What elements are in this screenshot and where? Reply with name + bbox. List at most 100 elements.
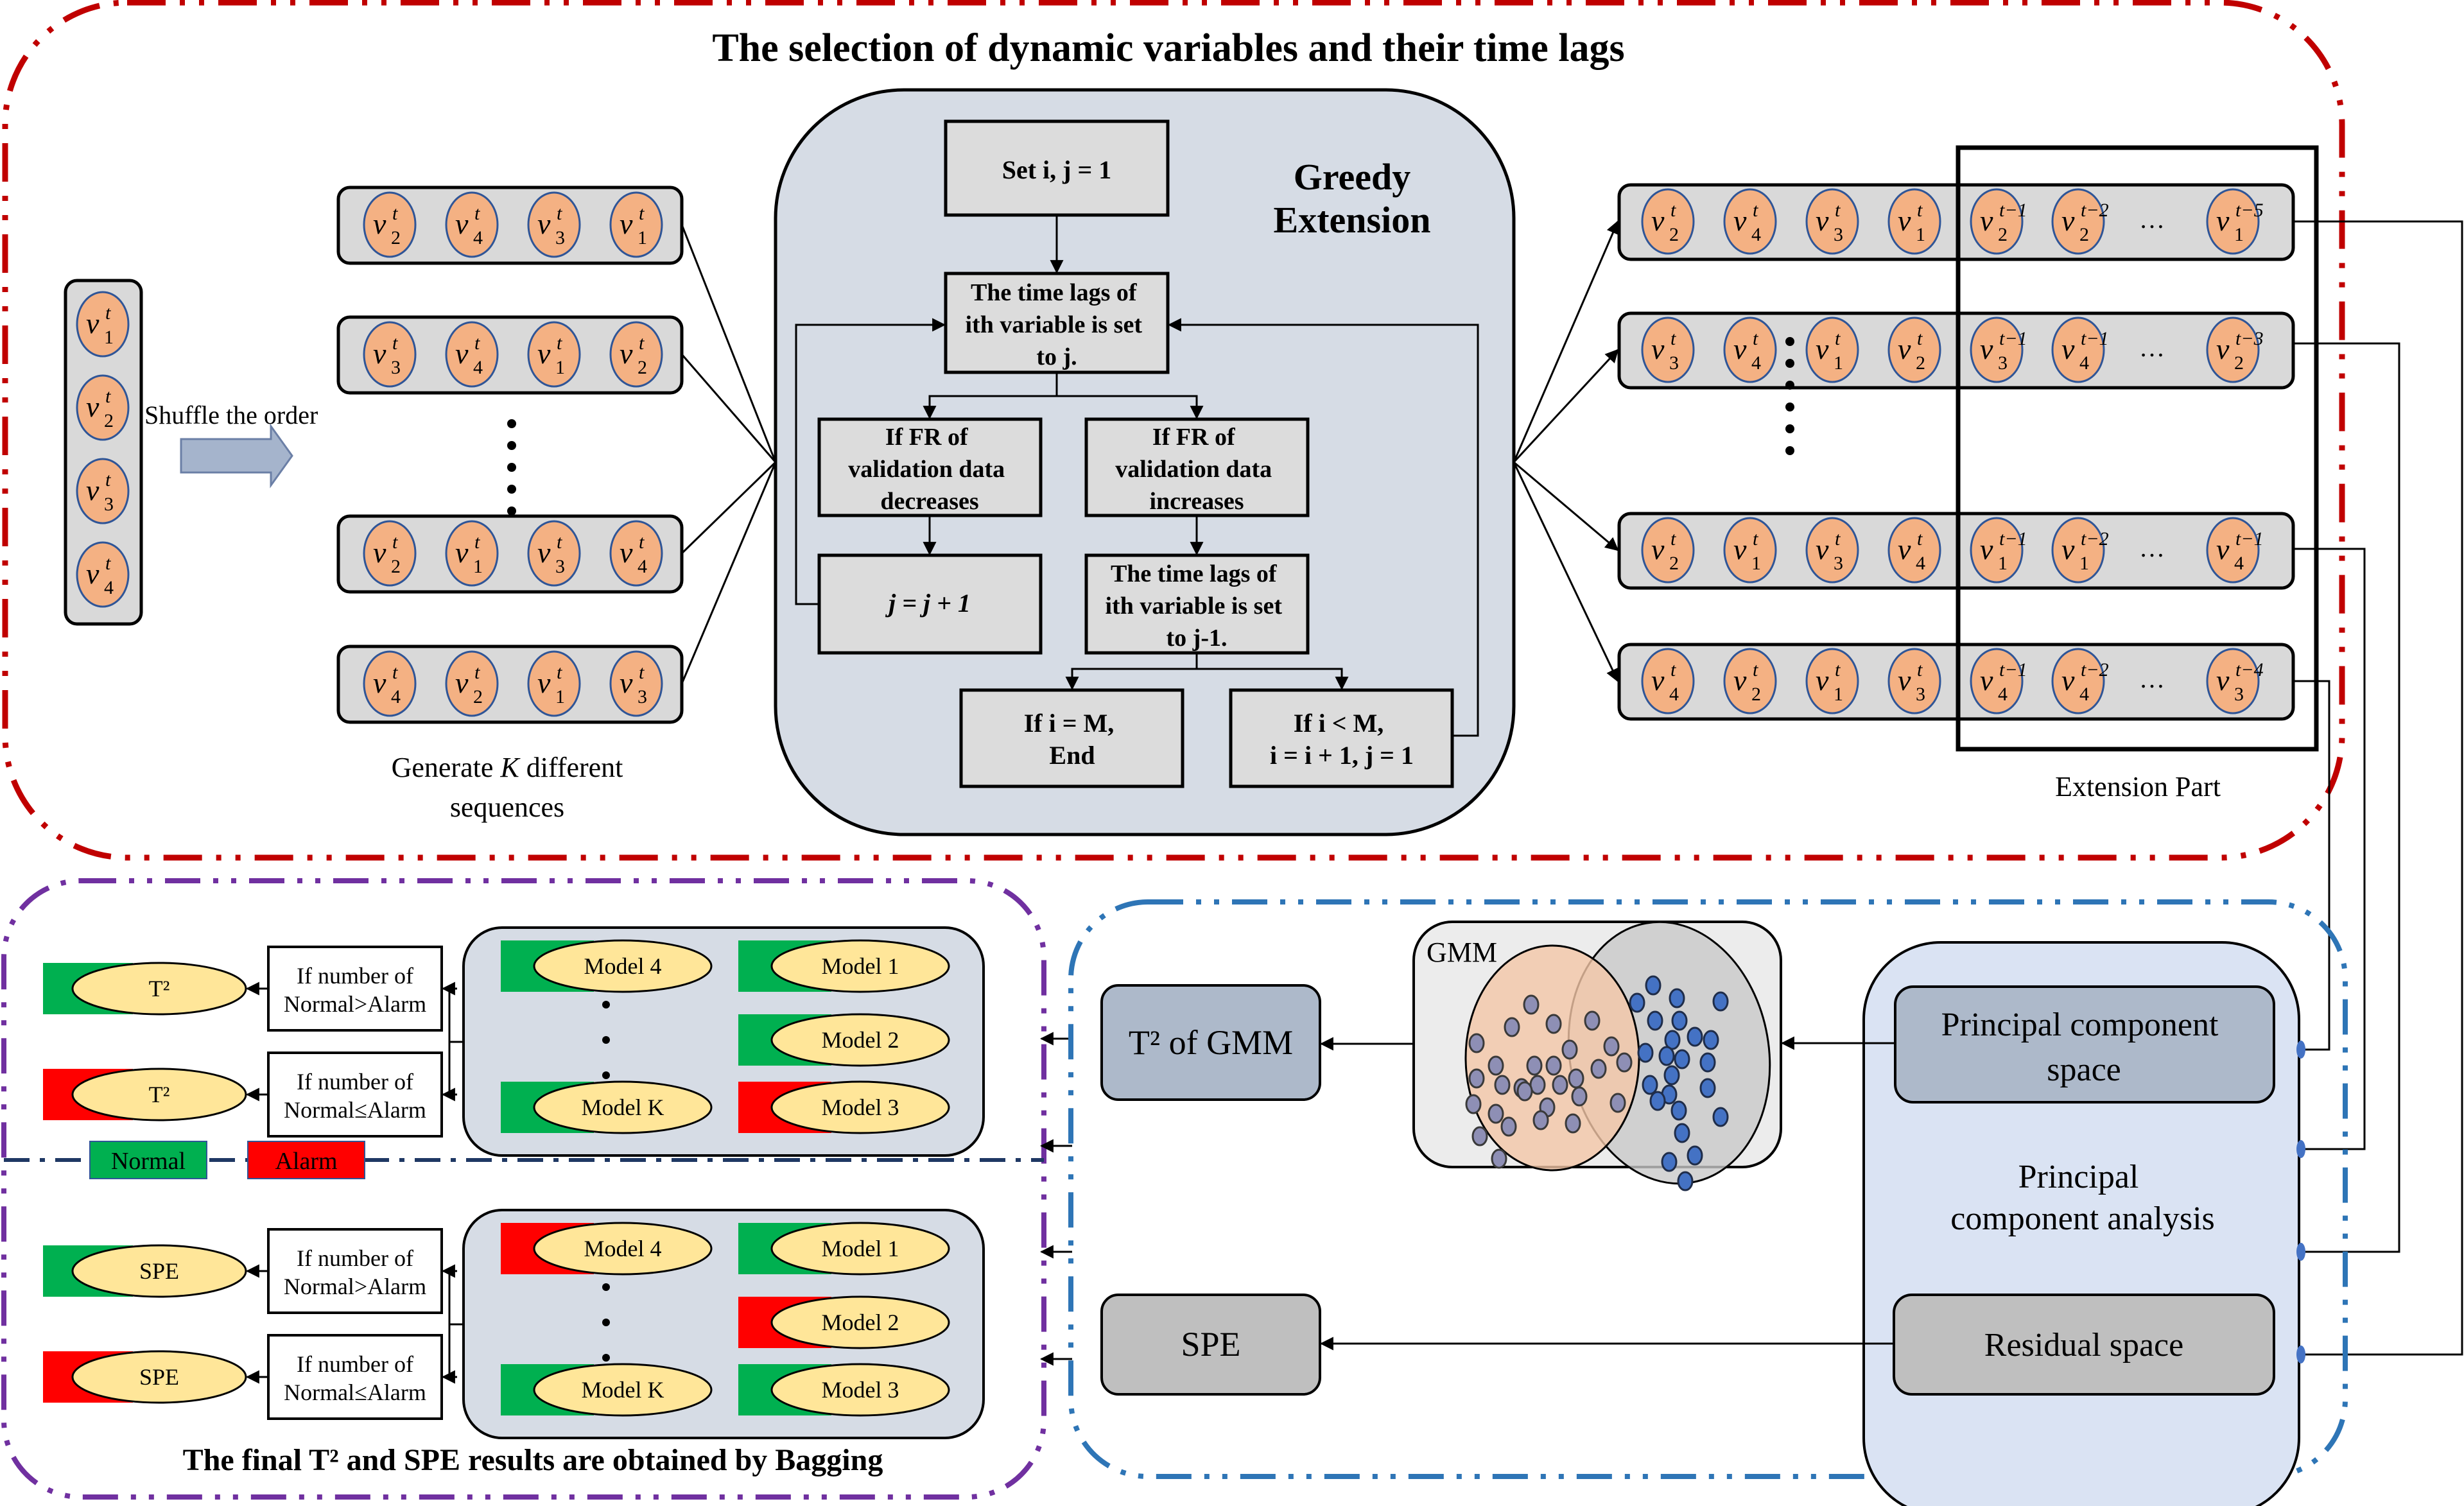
- svg-text:4: 4: [391, 686, 401, 707]
- svg-text:t: t: [1670, 328, 1676, 349]
- svg-text:v: v: [373, 337, 386, 370]
- svg-text:t: t: [105, 386, 111, 407]
- svg-text:2: 2: [1998, 224, 2008, 245]
- svg-text:v: v: [373, 207, 386, 240]
- svg-text:v: v: [86, 307, 100, 340]
- svg-text:3: 3: [555, 227, 565, 248]
- svg-text:v: v: [620, 666, 633, 699]
- svg-text:1: 1: [1916, 224, 1925, 245]
- svg-text:v: v: [1651, 333, 1665, 365]
- lag-ellipsis: …: [2139, 205, 2165, 234]
- svg-text:4: 4: [473, 357, 483, 378]
- svg-text:v: v: [537, 536, 551, 569]
- step-fr-decrease-text: If FR of validation data decreases: [848, 424, 1011, 515]
- legend-alarm-label: Alarm: [275, 1148, 337, 1175]
- extended-vertical-ellipsis: [1785, 337, 1794, 455]
- step-init-text: Set i, j = 1: [1002, 155, 1112, 184]
- monitor-to-bagging-connectors: [1039, 1032, 1072, 1366]
- svg-text:t: t: [1753, 200, 1758, 221]
- svg-text:If number of: If number of: [297, 1351, 413, 1377]
- svg-text:1: 1: [473, 556, 483, 577]
- svg-text:v: v: [1733, 664, 1747, 697]
- svg-text:3: 3: [555, 556, 565, 577]
- svg-text:t: t: [1917, 328, 1923, 349]
- svg-text:1: 1: [638, 227, 647, 248]
- svg-text:v: v: [455, 666, 469, 699]
- svg-text:t: t: [557, 203, 562, 224]
- svg-text:v: v: [1816, 664, 1829, 697]
- svg-text:1: 1: [1834, 684, 1843, 705]
- bagging-caption: The final T² and SPE results are obtaine…: [183, 1443, 883, 1477]
- model-item: Model 4: [501, 939, 713, 993]
- step-set-lag-text: The time lags of ith variable is set to …: [966, 279, 1149, 370]
- model-item: Model 2: [738, 1295, 950, 1349]
- svg-text:v: v: [1980, 333, 1993, 365]
- bagging-result-normal: T²: [43, 962, 247, 1016]
- greedy-title-line1: Greedy: [1294, 156, 1411, 198]
- svg-text:v: v: [537, 666, 551, 699]
- svg-text:2: 2: [1751, 684, 1761, 705]
- legend-normal-swatch: [89, 1141, 207, 1179]
- svg-text:t: t: [1670, 528, 1676, 550]
- svg-text:t−4: t−4: [2235, 659, 2264, 680]
- svg-text:t: t: [1670, 200, 1676, 221]
- svg-text:t: t: [1670, 659, 1676, 680]
- svg-text:t: t: [1917, 528, 1923, 550]
- svg-text:1: 1: [1751, 553, 1761, 574]
- svg-text:t−5: t−5: [2235, 200, 2264, 221]
- model-item: Model 3: [738, 1080, 950, 1134]
- svg-text:v: v: [1733, 533, 1747, 566]
- svg-text:v: v: [1651, 533, 1665, 566]
- svg-text:If number of: If number of: [297, 963, 413, 989]
- model-item: Model 2: [738, 1013, 950, 1067]
- svg-text:Normal≤Alarm: Normal≤Alarm: [284, 1380, 426, 1405]
- sequences-vertical-ellipsis: [507, 419, 516, 515]
- pc-space-label: Principal component space: [1941, 1007, 2227, 1088]
- svg-text:If number of: If number of: [297, 1245, 413, 1271]
- svg-text:t−2: t−2: [2081, 200, 2109, 221]
- svg-text:t: t: [557, 333, 562, 354]
- sequences-caption-line2: sequences: [450, 792, 564, 823]
- step-fr-increase-text: If FR of validation data increases: [1115, 424, 1278, 515]
- sequence-to-greedy-line: [681, 224, 777, 463]
- svg-text:v: v: [620, 207, 633, 240]
- svg-text:2: 2: [2079, 224, 2089, 245]
- monitor-panel-border: [1068, 899, 2348, 1479]
- extension-part-frame: [1956, 145, 2319, 752]
- svg-text:v: v: [1733, 204, 1747, 237]
- svg-text:3: 3: [1834, 553, 1843, 574]
- svg-text:t: t: [1753, 528, 1758, 550]
- svg-text:v: v: [1651, 664, 1665, 697]
- svg-text:v: v: [2216, 664, 2230, 697]
- svg-text:t−1: t−1: [1999, 528, 2027, 550]
- greedy-to-extended-line: [1513, 349, 1619, 463]
- svg-text:v: v: [2216, 333, 2230, 365]
- svg-text:v: v: [1898, 333, 1911, 365]
- svg-text:4: 4: [1916, 553, 1925, 574]
- svg-text:3: 3: [1669, 352, 1679, 374]
- shuffle-arrow-icon: [180, 423, 293, 489]
- greedy-title-line2: Extension: [1274, 199, 1431, 241]
- bagging-result-alarm: SPE: [43, 1350, 247, 1404]
- svg-text:v: v: [373, 666, 386, 699]
